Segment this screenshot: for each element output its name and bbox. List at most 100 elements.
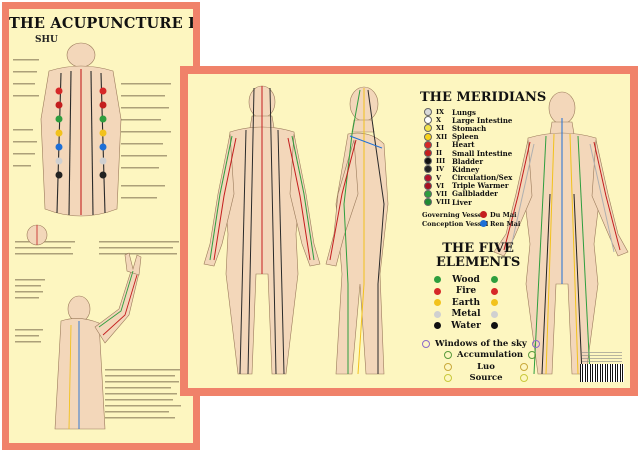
point-type-item: Windows of the sky — [422, 338, 540, 350]
back-poster-fine-print — [13, 59, 183, 419]
meridian-number: I — [436, 140, 440, 149]
point-type-ring — [531, 339, 540, 348]
meridian-name: Stomach — [452, 123, 487, 133]
element-item: Water — [434, 320, 498, 332]
element-item: Wood — [434, 274, 498, 286]
element-color-dot — [434, 287, 441, 295]
meridian-item: I Heart — [424, 140, 544, 150]
point-type-ring — [520, 374, 528, 383]
meridian-color-dot — [424, 157, 432, 166]
back-poster-title: THE ACUPUNCTURE POINTS — [9, 15, 193, 32]
meridians-title: THE MERIDIANS — [420, 90, 547, 105]
head-diagram — [26, 224, 48, 246]
meridian-color-dot — [424, 108, 432, 117]
element-item: Earth — [434, 297, 498, 309]
publisher-note — [582, 350, 622, 362]
element-color-dot — [434, 310, 441, 318]
element-color-dot — [491, 322, 498, 330]
meridian-color-dot — [424, 198, 432, 207]
meridian-color-dot — [424, 124, 432, 133]
element-item: Fire — [434, 286, 498, 298]
meridian-color-dot — [424, 165, 432, 174]
meridian-name: Gallbladder — [452, 189, 498, 199]
meridian-color-dot — [424, 189, 432, 198]
point-type-name: Accumulation — [457, 350, 524, 361]
vessel-label: Conception Vessel — [422, 219, 489, 228]
point-type-ring — [444, 374, 452, 383]
meridian-number: III — [436, 157, 446, 166]
element-color-dot — [491, 299, 498, 307]
element-item: Metal — [434, 309, 498, 321]
meridian-item: IV Kidney — [424, 164, 544, 174]
meridian-name: Triple Warmer — [452, 181, 509, 191]
element-name: Fire — [455, 286, 477, 297]
point-type-name: Source — [469, 373, 503, 384]
element-color-dot — [491, 276, 498, 284]
meridian-name: Liver — [452, 197, 472, 207]
meridian-name: Bladder — [452, 156, 484, 166]
vessel-name: Du Mai — [490, 210, 517, 219]
element-color-dot — [491, 287, 498, 295]
point-type-ring — [520, 362, 528, 371]
meridian-number: IX — [436, 108, 445, 117]
five-elements-title: THE FIVE ELEMENTS — [436, 242, 520, 270]
point-type-item: Accumulation — [422, 350, 540, 362]
back-poster: THE ACUPUNCTURE POINTS SHU MU — [2, 2, 200, 450]
point-type-ring — [528, 351, 537, 360]
meridian-color-dot — [424, 140, 432, 149]
vessel-color-dot — [480, 220, 487, 227]
point-type-item: Luo — [422, 361, 540, 373]
element-name: Water — [451, 320, 481, 331]
meridian-item: X Large Intestine — [424, 115, 544, 125]
meridian-number: V — [436, 173, 442, 182]
point-type-ring — [422, 339, 430, 348]
meridian-color-dot — [424, 173, 432, 182]
arm-figure — [54, 252, 142, 430]
barcode — [580, 364, 624, 382]
meridian-item: II Small Intestine — [424, 148, 544, 158]
point-type-name: Luo — [477, 361, 495, 372]
vessels-legend: Governing Vessel Du Mai Conception Vesse… — [422, 210, 520, 228]
five-elements-legend: Wood Fire Earth Metal Water — [434, 274, 498, 332]
meridian-color-dot — [424, 149, 432, 158]
five-elements-title-line1: THE FIVE — [442, 241, 514, 256]
meridian-color-dot — [424, 181, 432, 190]
element-color-dot — [434, 299, 441, 307]
meridian-item: VII Gallbladder — [424, 189, 544, 199]
side-view-meridians — [329, 88, 385, 375]
meridian-number: IV — [436, 165, 445, 174]
back-meridian-lines — [56, 69, 106, 216]
meridian-number: XII — [436, 132, 448, 141]
point-type-item: Source — [422, 373, 540, 385]
meridian-name: Large Intestine — [452, 115, 513, 125]
back-poster-artwork — [13, 42, 183, 430]
meridian-number: X — [436, 116, 442, 125]
meridian-name: Heart — [452, 140, 475, 150]
vessel-item: Conception Vessel Ren Mai — [422, 219, 520, 228]
meridian-name: Small Intestine — [452, 148, 513, 158]
back-view-meridians — [209, 86, 315, 375]
meridian-number: II — [436, 149, 443, 158]
meridian-number: VII — [436, 189, 448, 198]
front-view-meridians — [503, 118, 621, 375]
element-color-dot — [491, 310, 498, 318]
point-type-ring — [444, 351, 452, 360]
vessel-item: Governing Vessel Du Mai — [422, 210, 520, 219]
meridian-name: Kidney — [452, 164, 480, 174]
shu-label: SHU — [35, 35, 58, 45]
meridian-item: V Circulation/Sex — [424, 173, 544, 183]
vessel-color-dot — [480, 211, 487, 218]
element-name: Wood — [452, 274, 480, 285]
side-view-figure — [325, 86, 389, 375]
meridian-item: III Bladder — [424, 156, 544, 166]
meridian-name: Circulation/Sex — [452, 173, 513, 183]
front-poster-artwork — [203, 85, 629, 375]
vessel-name: Ren Mai — [490, 219, 521, 228]
point-types-legend: Windows of the sky Accumulation Luo Sour… — [422, 338, 540, 384]
element-color-dot — [434, 276, 441, 284]
